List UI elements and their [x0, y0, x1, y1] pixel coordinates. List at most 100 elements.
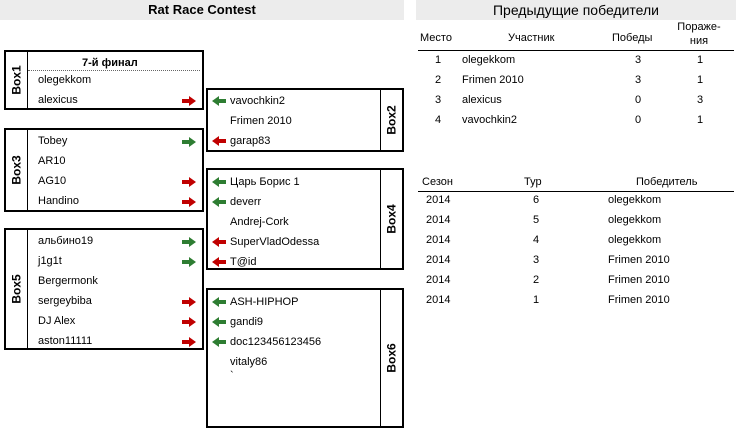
arrow-right-red-icon [182, 197, 196, 207]
standings-place: 3 [434, 94, 442, 106]
player: Bergermonk [38, 275, 98, 287]
arrow-right-red-icon [182, 337, 196, 347]
arrow-left-green-icon [212, 177, 226, 187]
standings-place: 2 [434, 74, 442, 86]
winners-season: 2014 [426, 274, 451, 286]
arrow-left-red-icon [212, 136, 226, 146]
col-header-season: Сезон [422, 176, 453, 188]
arrow-left-red-icon [212, 237, 226, 247]
standings-player: alexicus [462, 94, 502, 106]
standings-wins: 3 [634, 74, 642, 86]
box2-label: Box2 [380, 90, 402, 150]
winners-name: olegekkom [608, 234, 662, 246]
player: Handino [38, 195, 79, 207]
winners-season: 2014 [426, 254, 451, 266]
col-header-round: Тур [524, 176, 542, 188]
winners-season: 2014 [426, 194, 451, 206]
winners-name: Frimen 2010 [608, 294, 670, 306]
winners-name: olegekkom [608, 214, 662, 226]
winners-season: 2014 [426, 294, 451, 306]
standings-wins: 0 [634, 114, 642, 126]
winners-round: 4 [532, 234, 540, 246]
arrow-right-green-icon [182, 237, 196, 247]
box4: Box4 Царь Борис 1 deverr Andrej-Cork Sup… [206, 168, 404, 270]
player: aston11111 [38, 335, 93, 347]
col-header-wins: Победы [612, 32, 653, 44]
standings-losses: 3 [696, 94, 704, 106]
standings-losses: 1 [696, 74, 704, 86]
player: gandi9 [230, 316, 264, 328]
arrow-left-green-icon [212, 317, 226, 327]
winners-round: 6 [532, 194, 540, 206]
round-divider [28, 70, 200, 71]
winners-name: olegekkom [608, 194, 662, 206]
arrow-left-green-icon [212, 337, 226, 347]
winners-header-divider [418, 191, 734, 192]
box6-label: Box6 [380, 290, 402, 426]
player: ASH-HIPHOP [230, 296, 299, 308]
player: AG10 [38, 175, 67, 187]
player: deverr [230, 196, 262, 208]
standings-wins: 0 [634, 94, 642, 106]
standings-place: 1 [434, 54, 442, 66]
contest-title: Rat Race Contest [0, 0, 404, 20]
player: garap83 [230, 135, 271, 147]
player: doc123456123456 [230, 336, 322, 348]
arrow-left-green-icon [212, 96, 226, 106]
standings-header-divider [418, 50, 734, 51]
arrow-right-red-icon [182, 177, 196, 187]
player: alexicus [38, 94, 78, 106]
standings-place: 4 [434, 114, 442, 126]
arrow-left-red-icon [212, 257, 226, 267]
col-header-place: Место [420, 32, 452, 44]
winners-round: 2 [532, 274, 540, 286]
winners-season: 2014 [426, 214, 451, 226]
standings-wins: 3 [634, 54, 642, 66]
winners-name: Frimen 2010 [608, 254, 670, 266]
box3-label: Box3 [6, 130, 28, 210]
arrow-right-red-icon [182, 317, 196, 327]
winners-name: Frimen 2010 [608, 274, 670, 286]
player: sergeybiba [38, 295, 92, 307]
standings-player: vavochkin2 [462, 114, 518, 126]
col-header-winner: Победитель [636, 176, 698, 188]
box3: Box3 Tobey AR10 AG10 Handino [4, 128, 204, 212]
box6: Box6 ASH-HIPHOP gandi9 doc123456123456 v… [206, 288, 404, 428]
box2: Box2 vavochkin2 Frimen 2010 garap83 [206, 88, 404, 152]
player: vavochkin2 [230, 95, 286, 107]
player: DJ Alex [38, 315, 76, 327]
player: olegekkom [38, 74, 92, 86]
arrow-right-green-icon [182, 257, 196, 267]
player: Andrej-Cork [230, 216, 289, 228]
arrow-right-green-icon [182, 137, 196, 147]
standings-player: olegekkom [462, 54, 516, 66]
standings-losses: 1 [696, 114, 704, 126]
box1-label: Box1 [6, 52, 28, 108]
arrow-right-red-icon [182, 297, 196, 307]
player: Tobey [38, 135, 68, 147]
box5-label: Box5 [6, 230, 28, 348]
arrow-left-green-icon [212, 197, 226, 207]
winners-season: 2014 [426, 234, 451, 246]
standings-losses: 1 [696, 54, 704, 66]
player: j1g1t [38, 255, 62, 267]
winners-round: 3 [532, 254, 540, 266]
player: AR10 [38, 155, 66, 167]
winners-round: 5 [532, 214, 540, 226]
arrow-right-red-icon [182, 96, 196, 106]
box1: Box1 7-й финал olegekkom alexicus [4, 50, 204, 110]
winners-round: 1 [532, 294, 540, 306]
player: Frimen 2010 [230, 115, 292, 127]
player: SuperVladOdessa [230, 236, 320, 248]
box4-label: Box4 [380, 170, 402, 268]
previous-winners-title: Предыдущие победители [416, 0, 736, 20]
col-header-losses: Пораже- ния [677, 21, 721, 47]
player: ` [230, 370, 234, 382]
player: Царь Борис 1 [230, 176, 300, 188]
player: vitaly86 [230, 356, 268, 368]
arrow-left-green-icon [212, 297, 226, 307]
standings-player: Frimen 2010 [462, 74, 524, 86]
box5: Box5 альбино19 j1g1t Bergermonk sergeybi… [4, 228, 204, 350]
player: альбино19 [38, 235, 94, 247]
player: T@id [230, 256, 257, 268]
